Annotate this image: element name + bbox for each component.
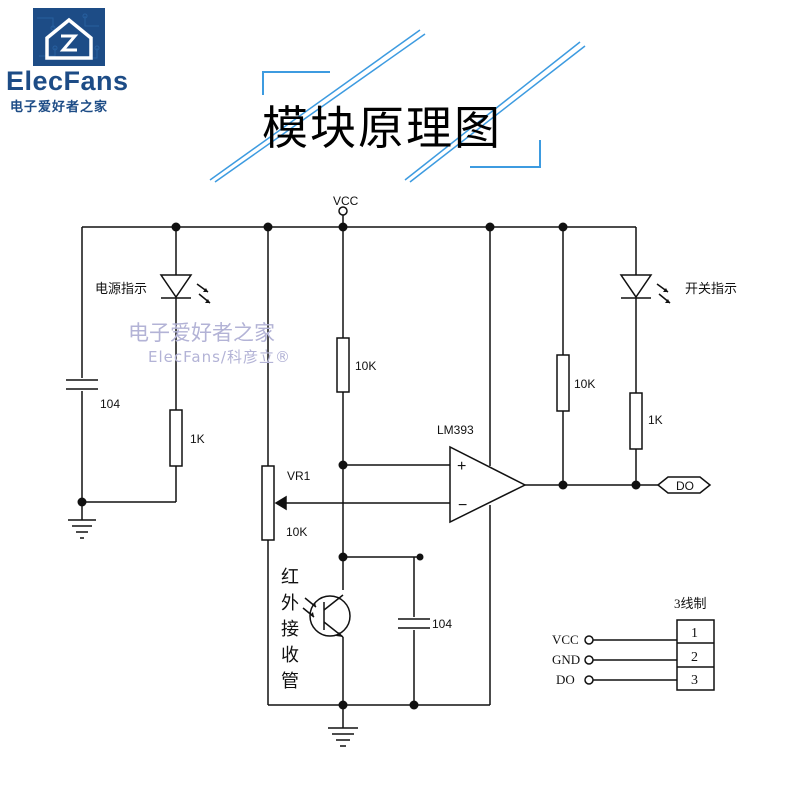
vcc-label: VCC: [333, 194, 359, 208]
comparator-plus: +: [457, 458, 466, 475]
switch-led-label: 开关指示: [685, 282, 737, 297]
connector-pin-name: DO: [556, 672, 575, 687]
receiver-label-char: 管: [281, 671, 299, 692]
receiver-label-char: 外: [281, 593, 299, 614]
logo-brand: ElecFans: [6, 66, 129, 96]
receiver-label-char: 接: [281, 619, 299, 640]
connector-title: 3线制: [674, 596, 707, 611]
r-switch-led-value: 1K: [648, 413, 663, 427]
connector-pin-number: 3: [691, 673, 698, 688]
comparator-minus: −: [458, 497, 467, 514]
connector-pin-name: VCC: [552, 632, 579, 647]
cap-bottom-value: 104: [432, 617, 452, 631]
r-pullup-value: 10K: [574, 377, 595, 391]
pot-value: 10K: [286, 525, 307, 539]
receiver-label-char: 收: [281, 645, 299, 666]
watermark-line2: ElecFans/科彦立®: [148, 348, 291, 366]
logo-subtitle: 电子爱好者之家: [10, 100, 109, 115]
comparator-label: LM393: [437, 423, 474, 437]
page-title: 模块原理图: [262, 101, 502, 155]
connector-pin-number: 1: [691, 626, 698, 641]
receiver-label-char: 红: [281, 567, 299, 588]
connector-pin-name: GND: [552, 652, 580, 667]
cap-left-value: 104: [100, 397, 120, 411]
connector-pin-number: 2: [691, 650, 698, 665]
r-power-led-value: 1K: [190, 432, 205, 446]
output-label: DO: [676, 479, 694, 493]
watermark-line1: 电子爱好者之家: [128, 321, 275, 345]
pot-name: VR1: [287, 469, 311, 483]
elecfans-logo-icon: [33, 8, 105, 66]
r-top-mid-value: 10K: [355, 359, 376, 373]
power-led-label: 电源指示: [95, 282, 147, 297]
